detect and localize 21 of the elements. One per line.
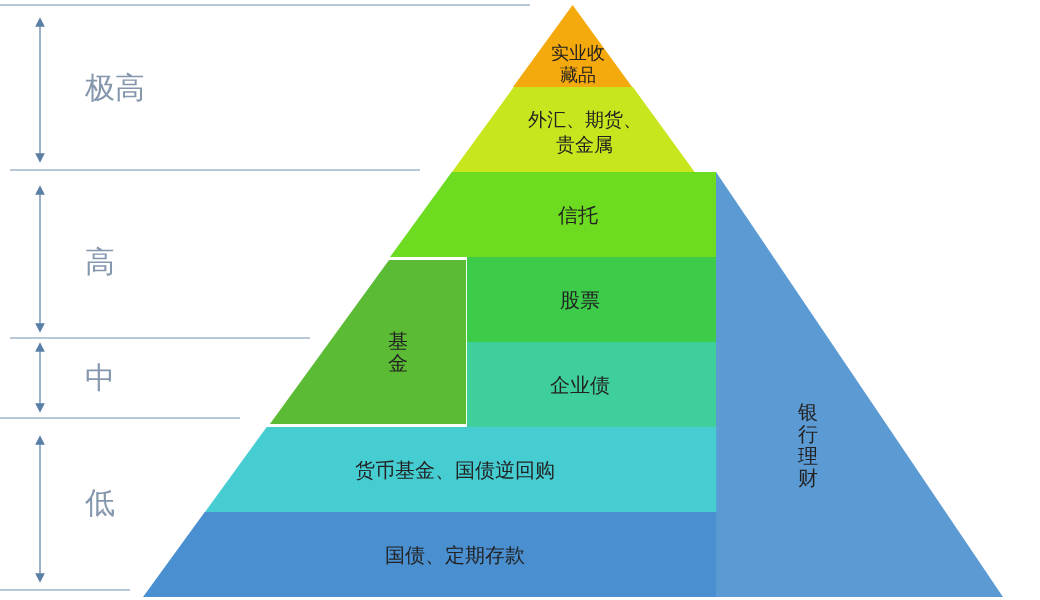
- tier-label: 企业债: [550, 371, 610, 399]
- risk-level-label: 低: [85, 483, 115, 522]
- pyramid-tier: [467, 342, 716, 427]
- pyramid-tier: [451, 87, 695, 172]
- tier-label: 基金: [388, 330, 408, 374]
- tier-label: 实业收藏品: [550, 42, 606, 86]
- pyramid-tier: [467, 257, 716, 342]
- tier-label: 国债、定期存款: [385, 541, 525, 569]
- tier-label: 货币基金、国债逆回购: [355, 456, 555, 484]
- tier-label: 银行理财: [798, 401, 818, 489]
- pyramid-tier: [267, 259, 467, 425]
- tier-label: 股票: [560, 286, 600, 314]
- risk-level-label: 极高: [85, 68, 145, 107]
- pyramid-tier: [142, 512, 716, 597]
- pyramid-tier: [204, 427, 716, 512]
- tier-label: 外汇、期货、贵金属: [527, 107, 643, 157]
- risk-level-label: 中: [85, 358, 115, 397]
- tier-label: 信托: [558, 201, 598, 229]
- pyramid-tier: [716, 172, 1003, 597]
- pyramid-tier: [389, 172, 716, 257]
- risk-level-label: 高: [85, 242, 115, 281]
